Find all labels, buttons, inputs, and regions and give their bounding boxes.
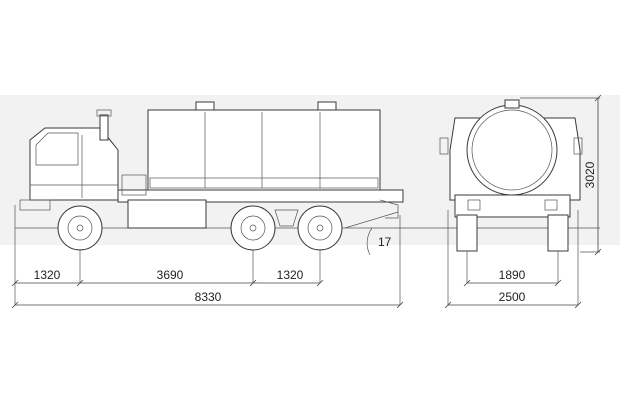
dimension-ticks (11, 94, 602, 309)
tank-walkway (149, 177, 379, 189)
dim-rear-track: 1890 (499, 268, 526, 282)
exhaust-cap (96, 109, 112, 117)
fuel-tank (127, 199, 207, 229)
rear-light-left (467, 199, 481, 211)
dim-bogie-spacing: 1320 (277, 268, 304, 282)
right-mirror (573, 137, 583, 155)
rear-hatch (504, 99, 520, 109)
exhaust-stack (99, 114, 109, 141)
left-mirror (439, 137, 449, 155)
bogie-spring (274, 209, 299, 227)
truck-rear-view (420, 97, 600, 305)
pump-unit (121, 174, 147, 196)
dim-front-overhang: 1320 (34, 268, 61, 282)
rear-hitch (379, 199, 399, 219)
rear-wheel-1 (230, 205, 276, 251)
departure-angle-arc (366, 227, 373, 256)
rear-wheel-right (547, 214, 569, 252)
dim-overall-height: 3020 (583, 161, 597, 188)
truck-side-view (14, 101, 420, 305)
chassis-frame (117, 189, 404, 203)
departure-angle-line (344, 211, 399, 229)
dim-overall-length: 8330 (195, 290, 222, 304)
dim-wheelbase: 3690 (157, 268, 184, 282)
front-bumper (19, 199, 51, 211)
dim-departure-angle: 17 (378, 235, 392, 249)
cab-window (35, 132, 79, 166)
rear-wheel-2 (297, 205, 343, 251)
rear-frame (454, 194, 571, 218)
rear-wheel-left (456, 214, 478, 252)
hatch-1 (195, 101, 215, 111)
dim-overall-width: 2500 (499, 290, 526, 304)
rear-tank-inner (471, 109, 553, 191)
dimension-lines (11, 94, 602, 309)
front-wheel (57, 205, 103, 251)
hatch-2 (317, 101, 337, 111)
rear-tank-shell (466, 104, 558, 196)
rear-light-right (544, 199, 558, 211)
